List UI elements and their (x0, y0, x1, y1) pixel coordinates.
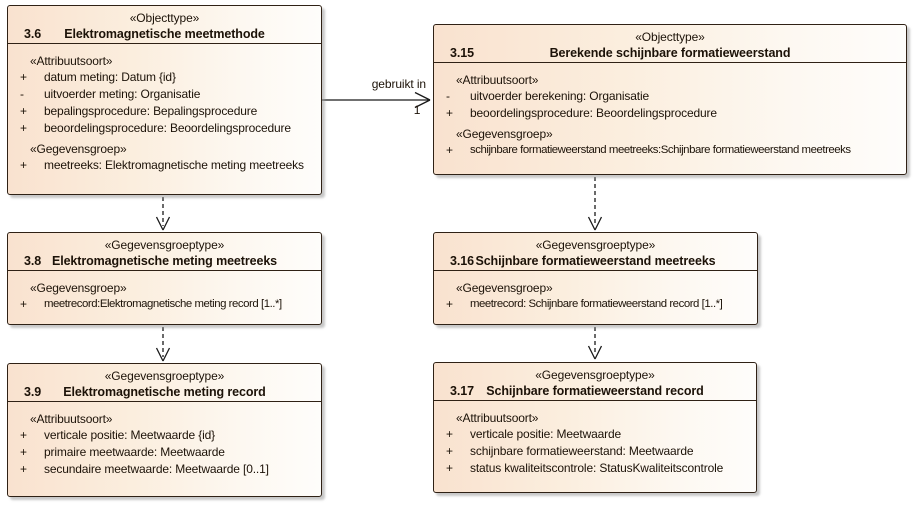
attribute-group-label: «Attribuutsoort» (456, 411, 539, 425)
attribute-group-label: «Gegevensgroep» (456, 281, 553, 295)
box-title: «Gegevensgroeptype» 3.9 Elektromagnetisc… (8, 364, 321, 402)
attribute-text: datum meting: Datum {id} (44, 70, 176, 84)
box-title: «Objecttype» 3.6 Elektromagnetische meet… (8, 6, 321, 44)
box-attributes: «Gegevensgroep» + meetrecord:Elektromagn… (8, 271, 321, 313)
box-name: Schijnbare formatieweerstand meetreeks (475, 254, 716, 268)
stereotype-label: «Gegevensgroeptype» (535, 368, 655, 382)
attribute-row: + verticale positie: Meetwaarde {id} (8, 427, 321, 444)
visibility-sign: + (20, 297, 27, 311)
visibility-sign: + (20, 104, 27, 118)
attribute-group-label: «Gegevensgroep» (30, 281, 127, 295)
visibility-sign: + (446, 106, 453, 120)
box-attributes: «Gegevensgroep» + meetrecord: Schijnbare… (434, 271, 757, 313)
box-number: 3.16 (450, 254, 474, 268)
attribute-group-label: «Attribuutsoort» (30, 54, 113, 68)
attribute-row: + meetreeks: Elektromagnetische meting m… (8, 157, 321, 174)
attribute-row: + meetrecord: Schijnbare formatieweersta… (434, 296, 757, 313)
box-number: 3.6 (24, 27, 42, 41)
association-multiplicity: 1 (413, 103, 421, 117)
attribute-text: primaire meetwaarde: Meetwaarde (44, 445, 225, 459)
attribute-row: + beoordelingsprocedure: Beoordelingspro… (434, 105, 906, 122)
visibility-sign: + (446, 444, 453, 458)
box-name: Berekende schijnbare formatieweerstand (549, 46, 791, 60)
attribute-row: + status kwaliteitscontrole: StatusKwali… (434, 460, 756, 477)
box-name: Elektromagnetische meting record (63, 385, 266, 399)
open-arrowhead-down-icon (587, 345, 603, 360)
attribute-text: secundaire meetwaarde: Meetwaarde [0..1] (44, 462, 269, 476)
visibility-sign: + (20, 70, 27, 84)
attribute-text: beoordelingsprocedure: Beoordelingsproce… (44, 121, 291, 135)
box-name: Schijnbare formatieweerstand record (486, 384, 704, 398)
attribute-row: + meetrecord:Elektromagnetische meting r… (8, 296, 321, 313)
stereotype-label: «Gegevensgroeptype» (535, 238, 656, 252)
attribute-group-label: «Attribuutsoort» (30, 412, 113, 426)
attribute-text: status kwaliteitscontrole: StatusKwalite… (470, 461, 724, 475)
stereotype-label: «Objecttype» (129, 11, 200, 25)
attribute-row: + schijnbare formatieweerstand meetreeks… (434, 142, 906, 159)
visibility-sign: + (20, 462, 27, 476)
box-attributes: «Attribuutsoort» + verticale positie: Me… (8, 402, 321, 478)
box-title: «Gegevensgroeptype» 3.16 Schijnbare form… (434, 233, 757, 271)
class-box-elektromagnetische-meetmethode[interactable]: «Objecttype» 3.6 Elektromagnetische meet… (7, 5, 322, 195)
attribute-text: meetrecord: Schijnbare formatieweerstand… (470, 298, 723, 310)
attribute-group-label: «Gegevensgroep» (456, 127, 553, 141)
attribute-row: + schijnbare formatieweerstand: Meetwaar… (434, 443, 756, 460)
visibility-sign: + (446, 297, 453, 311)
box-title: «Objecttype» 3.15 Berekende schijnbare f… (434, 25, 906, 63)
box-title: «Gegevensgroeptype» 3.17 Schijnbare form… (434, 363, 756, 401)
attribute-text: meetrecord:Elektromagnetische meting rec… (44, 298, 282, 310)
visibility-sign: + (20, 158, 27, 172)
class-box-berekende-schijnbare-formatieweerstand[interactable]: «Objecttype» 3.15 Berekende schijnbare f… (433, 24, 907, 175)
attribute-text: bepalingsprocedure: Bepalingsprocedure (44, 104, 258, 118)
box-attributes: «Attribuutsoort» + datum meting: Datum {… (8, 44, 321, 174)
visibility-sign: + (20, 445, 27, 459)
visibility-sign: - (446, 89, 450, 103)
visibility-sign: + (446, 461, 453, 475)
box-attributes: «Attribuutsoort» - uitvoerder berekening… (434, 63, 906, 159)
visibility-sign: + (446, 143, 453, 157)
box-number: 3.15 (450, 46, 474, 60)
stereotype-label: «Gegevensgroeptype» (104, 238, 225, 252)
open-arrowhead-down-icon (155, 347, 171, 362)
stereotype-label: «Objecttype» (635, 30, 705, 44)
stereotype-label: «Gegevensgroeptype» (104, 369, 225, 383)
visibility-sign: + (20, 121, 27, 135)
box-title: «Gegevensgroeptype» 3.8 Elektromagnetisc… (8, 233, 321, 271)
attribute-text: beoordelingsprocedure: Beoordelingsproce… (470, 106, 717, 120)
open-arrowhead-down-icon (155, 216, 171, 231)
box-name: Elektromagnetische meting meetreeks (51, 254, 278, 268)
attribute-text: uitvoerder berekening: Organisatie (470, 89, 650, 103)
attribute-text: schijnbare formatieweerstand meetreeks:S… (470, 144, 851, 156)
class-box-schijnbare-formatieweerstand-record[interactable]: «Gegevensgroeptype» 3.17 Schijnbare form… (433, 362, 757, 493)
attribute-row: + primaire meetwaarde: Meetwaarde (8, 444, 321, 461)
attribute-text: meetreeks: Elektromagnetische meting mee… (44, 158, 304, 172)
attribute-row: - uitvoerder berekening: Organisatie (434, 88, 906, 105)
attribute-row: + beoordelingsprocedure: Beoordelingspro… (8, 120, 321, 137)
box-attributes: «Attribuutsoort» + verticale positie: Me… (434, 401, 756, 477)
attribute-text: verticale positie: Meetwaarde {id} (44, 428, 215, 442)
box-number: 3.8 (24, 254, 42, 268)
box-number: 3.9 (24, 385, 42, 399)
box-name: Elektromagnetische meetmethode (64, 27, 265, 41)
attribute-row: + bepalingsprocedure: Bepalingsprocedure (8, 103, 321, 120)
class-box-elektromagnetische-meting-record[interactable]: «Gegevensgroeptype» 3.9 Elektromagnetisc… (7, 363, 322, 497)
attribute-text: schijnbare formatieweerstand: Meetwaarde (470, 444, 694, 458)
attribute-group-label: «Attribuutsoort» (456, 73, 539, 87)
attribute-row: - uitvoerder meting: Organisatie (8, 86, 321, 103)
class-box-elektromagnetische-meting-meetreeks[interactable]: «Gegevensgroeptype» 3.8 Elektromagnetisc… (7, 232, 322, 325)
attribute-row: + datum meting: Datum {id} (8, 69, 321, 86)
attribute-group-label: «Gegevensgroep» (30, 142, 127, 156)
attribute-text: uitvoerder meting: Organisatie (44, 87, 201, 101)
visibility-sign: - (20, 87, 24, 101)
attribute-row: + verticale positie: Meetwaarde (434, 426, 756, 443)
class-box-schijnbare-formatieweerstand-meetreeks[interactable]: «Gegevensgroeptype» 3.16 Schijnbare form… (433, 232, 758, 325)
visibility-sign: + (20, 428, 27, 442)
association-label: gebruikt in (371, 77, 426, 91)
attribute-text: verticale positie: Meetwaarde (470, 427, 622, 441)
visibility-sign: + (446, 427, 453, 441)
open-arrowhead-down-icon (587, 216, 603, 231)
attribute-row: + secundaire meetwaarde: Meetwaarde [0..… (8, 461, 321, 478)
box-number: 3.17 (450, 384, 474, 398)
